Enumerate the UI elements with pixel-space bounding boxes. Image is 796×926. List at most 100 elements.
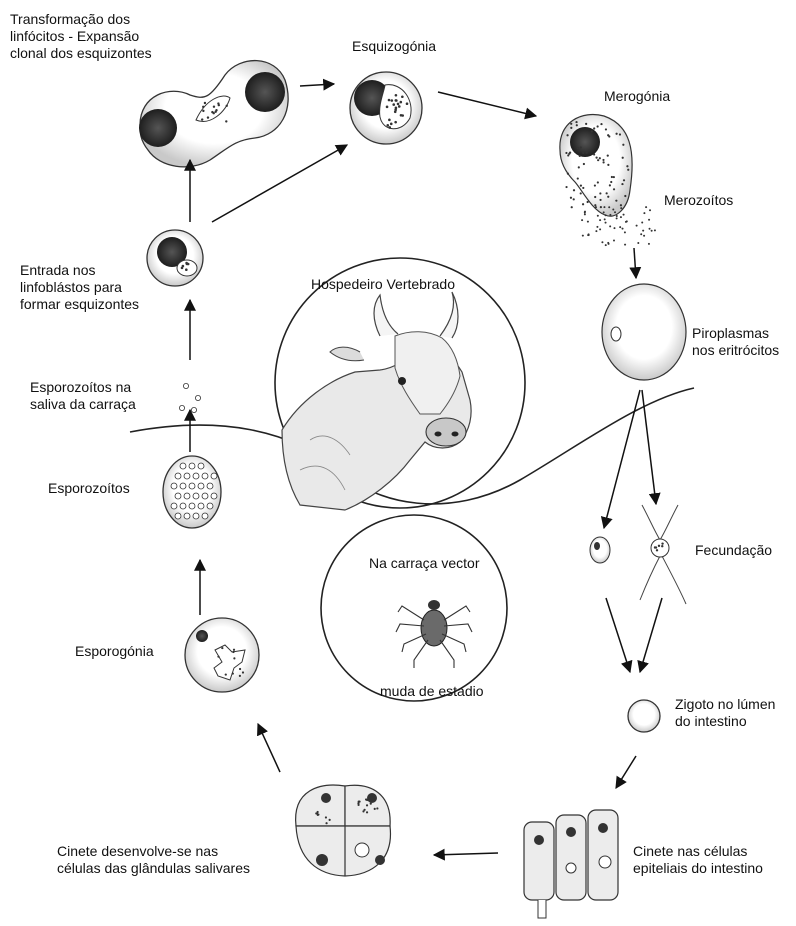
particle-dot bbox=[189, 503, 195, 509]
particle-dot bbox=[184, 493, 190, 499]
particle-dot bbox=[661, 545, 663, 547]
particle-dot bbox=[636, 225, 638, 227]
particle-dot bbox=[623, 214, 625, 216]
particle-dot bbox=[198, 463, 204, 469]
particle-dot bbox=[611, 176, 613, 178]
particle-dot bbox=[580, 192, 582, 194]
particle-dot bbox=[616, 217, 618, 219]
particle-dot bbox=[603, 211, 605, 213]
particle-dot bbox=[620, 204, 622, 206]
particle-dot bbox=[179, 405, 184, 410]
particle-dot bbox=[602, 159, 604, 161]
particle-dot bbox=[609, 225, 611, 227]
particle-dot bbox=[370, 803, 372, 805]
particle-dot bbox=[175, 513, 181, 519]
intestinal-epithelial-cells bbox=[524, 810, 618, 918]
particle-dot bbox=[386, 124, 389, 127]
particle-dot bbox=[654, 546, 656, 548]
particle-dot bbox=[623, 179, 625, 181]
particle-dot bbox=[395, 99, 398, 102]
particle-dot bbox=[643, 212, 645, 214]
particle-dot bbox=[615, 133, 617, 135]
particle-dot bbox=[626, 165, 628, 167]
particle-dot bbox=[603, 206, 605, 208]
particle-dot bbox=[329, 819, 331, 821]
particle-dot bbox=[388, 119, 391, 122]
erythrocyte-cell bbox=[602, 284, 686, 380]
particle-dot bbox=[388, 126, 391, 129]
particle-dot bbox=[401, 95, 404, 98]
particle-dot bbox=[211, 473, 217, 479]
particle-dot bbox=[390, 123, 393, 126]
particle-dot bbox=[189, 463, 195, 469]
particle-dot bbox=[582, 187, 584, 189]
particle-dot bbox=[621, 183, 623, 185]
particle-dot bbox=[599, 157, 601, 159]
particle-dot bbox=[616, 215, 618, 217]
particle-dot bbox=[651, 230, 653, 232]
particle-dot bbox=[207, 483, 213, 489]
particle-dot bbox=[239, 675, 241, 677]
particle-dot bbox=[187, 263, 190, 266]
particle-dot bbox=[620, 216, 622, 218]
particle-dot bbox=[191, 407, 196, 412]
particle-dot bbox=[582, 203, 584, 205]
particle-dot bbox=[366, 811, 368, 813]
particle-dot bbox=[397, 103, 400, 106]
particle-dot bbox=[365, 798, 367, 800]
arrow-epithelial-to-gland bbox=[434, 853, 498, 855]
arrow-erythrocyte-to-gamete-a bbox=[604, 390, 640, 528]
particle-dot bbox=[609, 184, 611, 186]
particle-dot bbox=[637, 242, 639, 244]
particle-dot bbox=[566, 134, 568, 136]
particle-dot bbox=[658, 545, 660, 547]
particle-dot bbox=[575, 121, 577, 123]
particle-dot bbox=[597, 215, 599, 217]
particle-dot bbox=[580, 185, 582, 187]
particle-dot bbox=[597, 125, 599, 127]
particle-dot bbox=[399, 101, 402, 104]
label-esporogonia: Esporogónia bbox=[75, 643, 154, 660]
label-merozoitos: Merozoítos bbox=[664, 192, 733, 209]
arrow-gland-to-sporogony bbox=[258, 724, 280, 772]
particle-dot bbox=[624, 231, 626, 233]
particle-dot bbox=[400, 114, 403, 117]
particle-dot bbox=[605, 222, 607, 224]
particle-dot bbox=[613, 227, 615, 229]
particle-dot bbox=[198, 503, 204, 509]
particle-dot bbox=[357, 804, 359, 806]
particle-dot bbox=[202, 106, 204, 108]
particle-dot bbox=[602, 161, 604, 163]
label-cinete-celulas: Cinete nas células epiteliais do intesti… bbox=[633, 843, 763, 877]
particle-dot bbox=[221, 647, 223, 649]
particle-dot bbox=[608, 206, 610, 208]
arrow-merozoites-to-erythrocyte bbox=[634, 248, 636, 278]
particle-dot bbox=[643, 235, 645, 237]
particle-dot bbox=[182, 265, 185, 268]
particle-dot bbox=[640, 233, 642, 235]
particle-dot bbox=[605, 214, 607, 216]
particle-dot bbox=[363, 809, 365, 811]
particle-dot bbox=[648, 243, 650, 245]
particle-dot bbox=[325, 822, 327, 824]
particle-dot bbox=[175, 493, 181, 499]
particle-dot bbox=[585, 123, 587, 125]
particle-dot bbox=[608, 135, 610, 137]
particle-dot bbox=[613, 240, 615, 242]
particle-dot bbox=[607, 196, 609, 198]
particle-dot bbox=[567, 173, 569, 175]
particle-dot bbox=[233, 649, 235, 651]
particle-dot bbox=[593, 127, 595, 129]
particle-dot bbox=[605, 128, 607, 130]
particle-dot bbox=[577, 147, 579, 149]
label-merogonia: Merogónia bbox=[604, 88, 670, 105]
particle-dot bbox=[573, 189, 575, 191]
particle-dot bbox=[613, 176, 615, 178]
particle-dot bbox=[232, 651, 234, 653]
schizogony-cell bbox=[350, 72, 422, 144]
particle-dot bbox=[600, 123, 602, 125]
particle-dot bbox=[583, 163, 585, 165]
vector-circle bbox=[321, 515, 507, 701]
particle-dot bbox=[180, 503, 186, 509]
